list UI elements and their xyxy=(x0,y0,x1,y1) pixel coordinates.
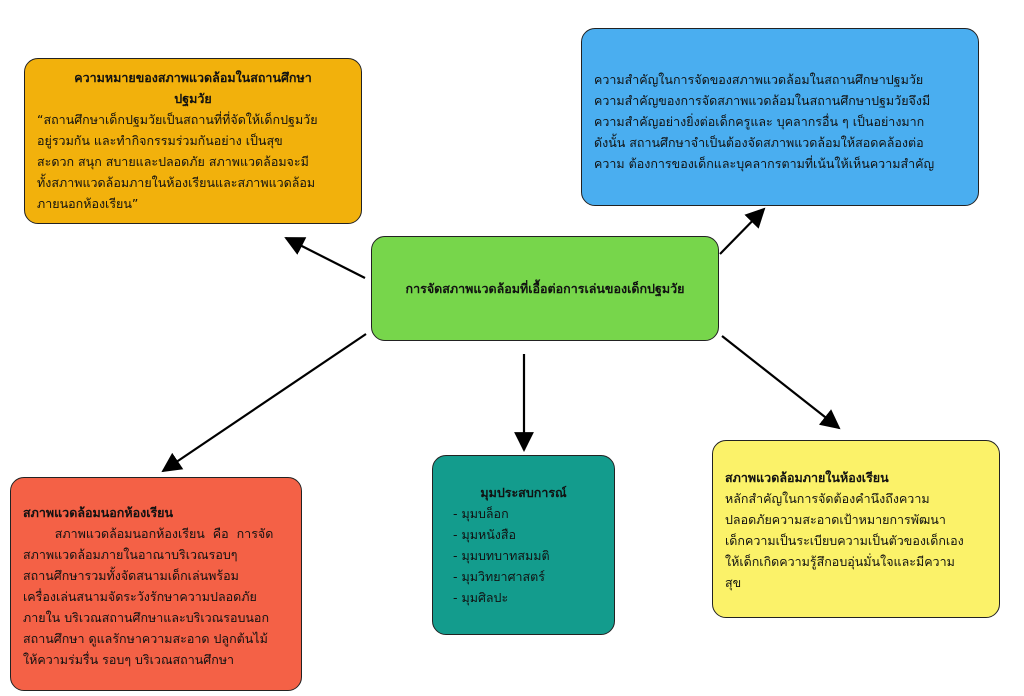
corner-item: มุมบทบาทสมมติ xyxy=(453,545,604,566)
importance-body-line: ความ ต้องการของเด็กและบุคลากรตามที่เน้นใ… xyxy=(594,156,935,171)
indoor-body-line: ให้เด็กเกิดความรู้สึกอบอุ่นมั่นใจและมีคว… xyxy=(725,554,955,569)
indoor-body-line: สุข xyxy=(725,575,742,590)
meaning-body-line: ภายนอกห้องเรียน” xyxy=(37,196,139,211)
corner-item: มุมหนังสือ xyxy=(453,524,604,545)
indoor-title: สภาพแวดล้อมภายในห้องเรียน xyxy=(725,470,889,485)
outdoor-body-line: เครื่องเล่นสนามจัดระวังรักษาความปลอดภัย xyxy=(23,589,257,604)
indoor-environment-box: สภาพแวดล้อมภายในห้องเรียน หลักสำคัญในการ… xyxy=(712,440,1000,618)
importance-body-line: ความสำคัญในการจัดของสภาพแวดล้อมในสถานศึก… xyxy=(594,72,924,87)
meaning-box: ความหมายของสภาพแวดล้อมในสถานศึกษา ปฐมวัย… xyxy=(24,58,362,224)
outdoor-body-line: สภาพแวดล้อมภายในอาณาบริเวณรอบๆ xyxy=(23,547,238,562)
importance-body-line: ความสำคัญอย่างยิ่งต่อเด็กครูและ บุคลากรอ… xyxy=(594,114,925,129)
importance-body-line: ดังนั้น สถานศึกษาจำเป็นต้องจัดสภาพแวดล้อ… xyxy=(594,135,924,150)
corner-item: มุมวิทยาศาสตร์ xyxy=(453,566,604,587)
corners-list: มุมบล็อก มุมหนังสือ มุมบทบาทสมมติ มุมวิท… xyxy=(443,503,604,608)
meaning-body-line: ทั้งสภาพแวดล้อมภายในห้องเรียนและสภาพแวดล… xyxy=(37,175,316,190)
arrow-to-outdoor xyxy=(161,333,367,473)
meaning-body-line: “สถานศึกษาเด็กปฐมวัยเป็นสถานที่ที่จัดให้… xyxy=(37,112,318,127)
outdoor-body-line: ภายใน บริเวณสถานศึกษาและบริเวณรอบนอก xyxy=(23,610,270,625)
outdoor-body-line: สถานศึกษารวมทั้งจัดสนามเด็กเล่นพร้อม xyxy=(23,568,239,583)
arrow-to-importance xyxy=(719,207,766,255)
outdoor-environment-box: สภาพแวดล้อมนอกห้องเรียน สภาพแวดล้อมนอกห้… xyxy=(10,477,302,691)
importance-body-line: ความสำคัญของการจัดสภาพแวดล้อมในสถานศึกษา… xyxy=(594,93,931,108)
indoor-body-line: หลักสำคัญในการจัดต้องคำนึงถึงความ xyxy=(725,491,930,506)
outdoor-body-line: ให้ความร่มรื่น รอบๆ บริเวณสถานศึกษา xyxy=(23,652,235,667)
outdoor-body-line: สภาพแวดล้อมนอกห้องเรียน คือ การจัด xyxy=(23,526,274,541)
meaning-body-line: สะดวก สนุก สบายและปลอดภัย สภาพแวดล้อมจะม… xyxy=(37,154,309,169)
arrow-to-meaning xyxy=(284,237,366,279)
outdoor-body-line: สถานศึกษา ดูแลรักษาความสะอาด ปลูกต้นไม้ xyxy=(23,631,268,646)
corner-item: มุมศิลปะ xyxy=(453,587,604,608)
meaning-title-line: ปฐมวัย xyxy=(174,91,212,106)
indoor-body-line: ปลอดภัยความสะอาดเป้าหมายการพัฒนา xyxy=(725,512,946,527)
meaning-title-line: ความหมายของสภาพแวดล้อมในสถานศึกษา xyxy=(74,70,312,85)
outdoor-title: สภาพแวดล้อมนอกห้องเรียน xyxy=(23,505,174,520)
arrow-to-indoor xyxy=(721,335,841,430)
center-topic-box: การจัดสภาพแวดล้อมที่เอื้อต่อการเล่นของเด… xyxy=(371,236,719,341)
experience-corners-box: มุมประสบการณ์ มุมบล็อก มุมหนังสือ มุมบทบ… xyxy=(432,455,615,635)
importance-box: ความสำคัญในการจัดของสภาพแวดล้อมในสถานศึก… xyxy=(581,28,979,206)
indoor-body-line: เด็กความเป็นระเบียบความเป็นตัวของเด็กเอง xyxy=(725,533,964,548)
center-topic-title: การจัดสภาพแวดล้อมที่เอื้อต่อการเล่นของเด… xyxy=(405,281,685,296)
corners-title: มุมประสบการณ์ xyxy=(480,485,567,500)
corner-item: มุมบล็อก xyxy=(453,503,604,524)
meaning-body-line: อยู่รวมกัน และทำกิจกรรมร่วมกันอย่าง เป็น… xyxy=(37,133,283,148)
